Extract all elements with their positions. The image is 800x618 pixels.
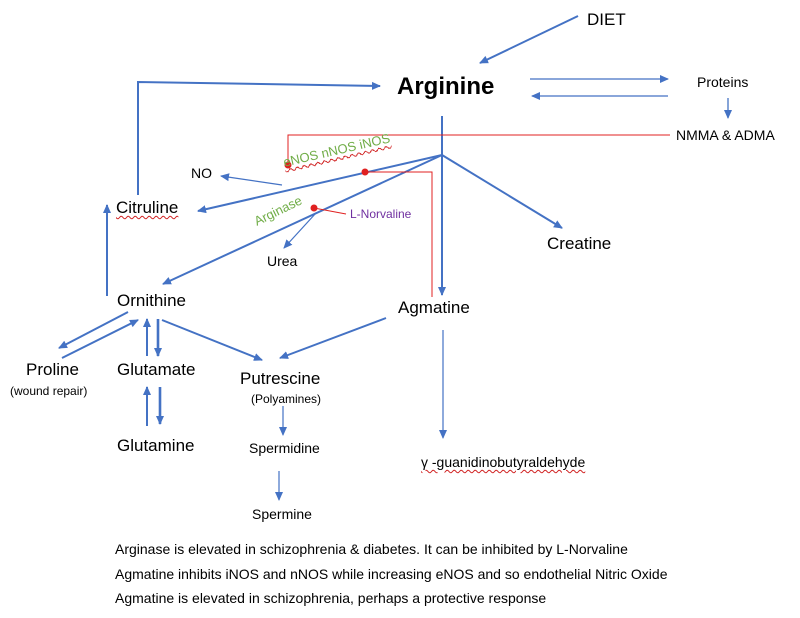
node-ornithine: Ornithine [117, 291, 186, 310]
note-line-2: Agmatine inhibits iNOS and nNOS while in… [115, 566, 668, 582]
node-spermidine: Spermidine [249, 440, 320, 456]
arrow-hub-creatine [441, 154, 563, 229]
arrow-ornithine-putrescine [161, 319, 263, 361]
inhibitor-label-l-norvaline: L-Norvaline [350, 207, 412, 221]
node-glutamate: Glutamate [117, 360, 196, 379]
arrow-hub-citruline [197, 154, 443, 214]
inhibition-dot-nos [284, 161, 292, 169]
inhibition-dot-arginase [310, 204, 318, 212]
node-putrescine: Putrescine [240, 369, 321, 388]
arrow-to-no [220, 173, 283, 186]
node-nmma-adma: NMMA & ADMA [676, 127, 775, 143]
arrow-proline-ornithine [61, 319, 139, 359]
arrow-citruline-arginine [137, 80, 381, 195]
node-polyamines: (Polyamines) [251, 392, 322, 406]
inhibition-dot-agmatine [361, 168, 369, 176]
inhibition-line-norvaline [313, 207, 347, 215]
note-line-3: Agmatine is elevated in schizophrenia, p… [115, 590, 547, 606]
node-citruline: Citruline [116, 198, 179, 217]
node-spermine: Spermine [252, 506, 312, 522]
inhibition-line-nmma [287, 134, 670, 165]
node-proline: Proline [26, 360, 79, 379]
node-arginine: Arginine [397, 73, 495, 100]
node-agmatine: Agmatine [398, 298, 470, 317]
node-wound-repair: (wound repair) [10, 384, 88, 398]
node-urea: Urea [267, 253, 298, 269]
arrow-hub-ornithine [162, 154, 443, 285]
arrow-agmatine-putrescine [279, 317, 387, 359]
arrow-to-urea [283, 212, 317, 249]
inhibition-line-agmatine [365, 171, 433, 297]
note-line-1: Arginase is elevated in schizophrenia & … [115, 541, 628, 557]
node-glutamine: Glutamine [117, 436, 195, 455]
node-no: NO [191, 165, 212, 181]
node-creatine: Creatine [547, 234, 612, 253]
node-diet: DIET [587, 10, 626, 29]
arrow-diet-arginine [479, 15, 579, 64]
node-proteins: Proteins [697, 74, 749, 90]
node-gamma-guanidinobutyraldehyde: γ -guanidinobutyraldehyde [421, 454, 586, 470]
arrow-ornithine-proline [58, 311, 129, 349]
